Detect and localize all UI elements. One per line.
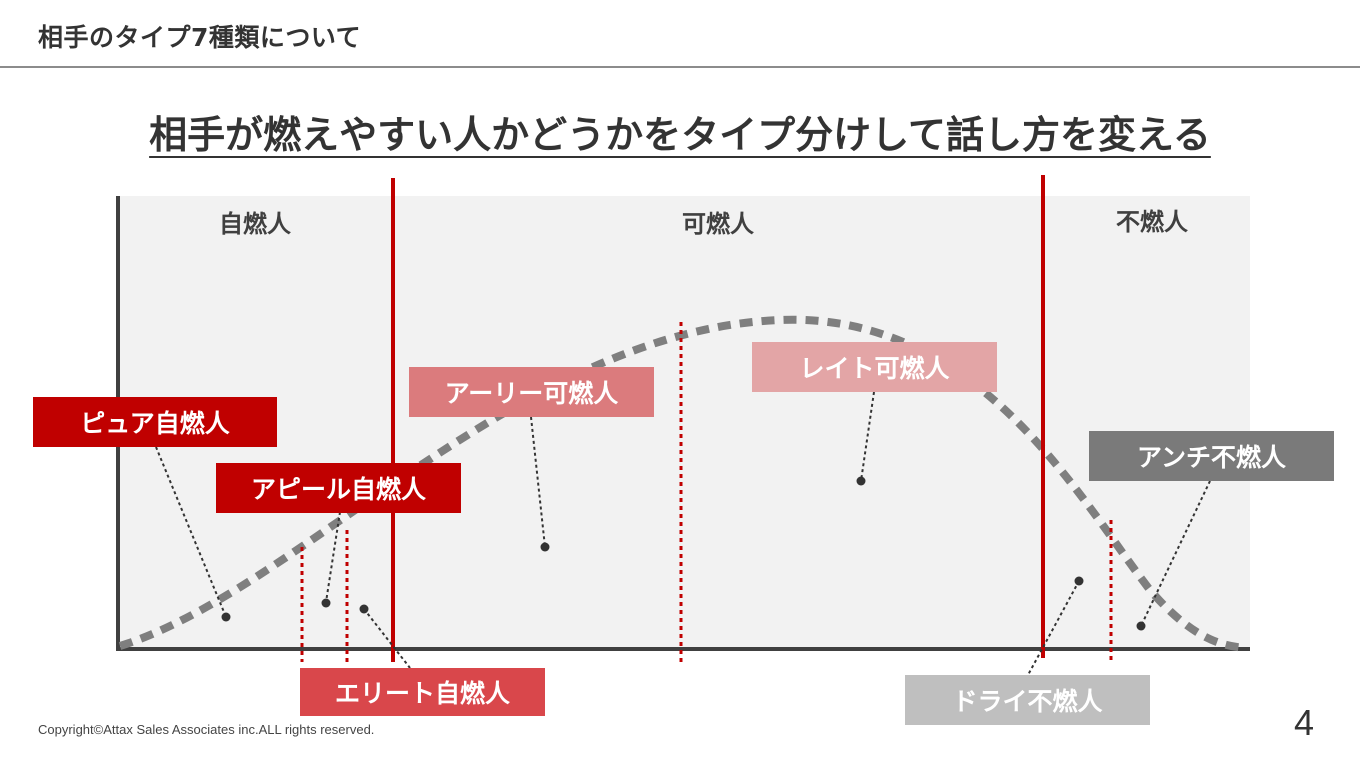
point-late-possible [856,476,866,486]
main-title: 相手が燃えやすい人かどうかをタイプ分けして話し方を変える [0,104,1360,159]
main-title-text: 相手が燃えやすい人かどうかをタイプ分けして話し方を変える [149,113,1211,157]
plot-background [118,196,1250,650]
header-divider [0,66,1360,68]
header-title: 相手のタイプ7種類について [38,23,362,52]
label-dry-non: ドライ不燃人 [905,675,1150,725]
label-late-possible: レイト可燃人 [752,342,997,392]
copyright-text: Copyright©Attax Sales Associates inc.ALL… [38,722,375,737]
leader-anti-non [1140,480,1211,627]
point-dry-non [1074,576,1084,586]
leader-late-possible [860,391,875,482]
point-early-possible [540,542,550,552]
label-appeal-self: アピール自燃人 [216,463,461,513]
zone-label-self: 自燃人 [219,210,291,238]
leader-elite-self [363,608,411,669]
label-elite-self: エリート自燃人 [300,668,545,716]
zone-label-non: 不燃人 [1116,208,1188,236]
label-pure-self: ピュア自燃人 [33,397,277,447]
leader-early-possible [530,416,546,548]
label-anti-non: アンチ不燃人 [1089,431,1334,481]
point-anti-non [1136,621,1146,631]
point-pure-self [221,612,231,622]
point-appeal-self [321,598,331,608]
leader-pure-self [155,446,227,618]
label-early-possible: アーリー可燃人 [409,367,654,417]
point-elite-self [359,604,369,614]
zone-label-possible: 可燃人 [682,210,754,238]
page-number: 4 [1293,702,1314,743]
